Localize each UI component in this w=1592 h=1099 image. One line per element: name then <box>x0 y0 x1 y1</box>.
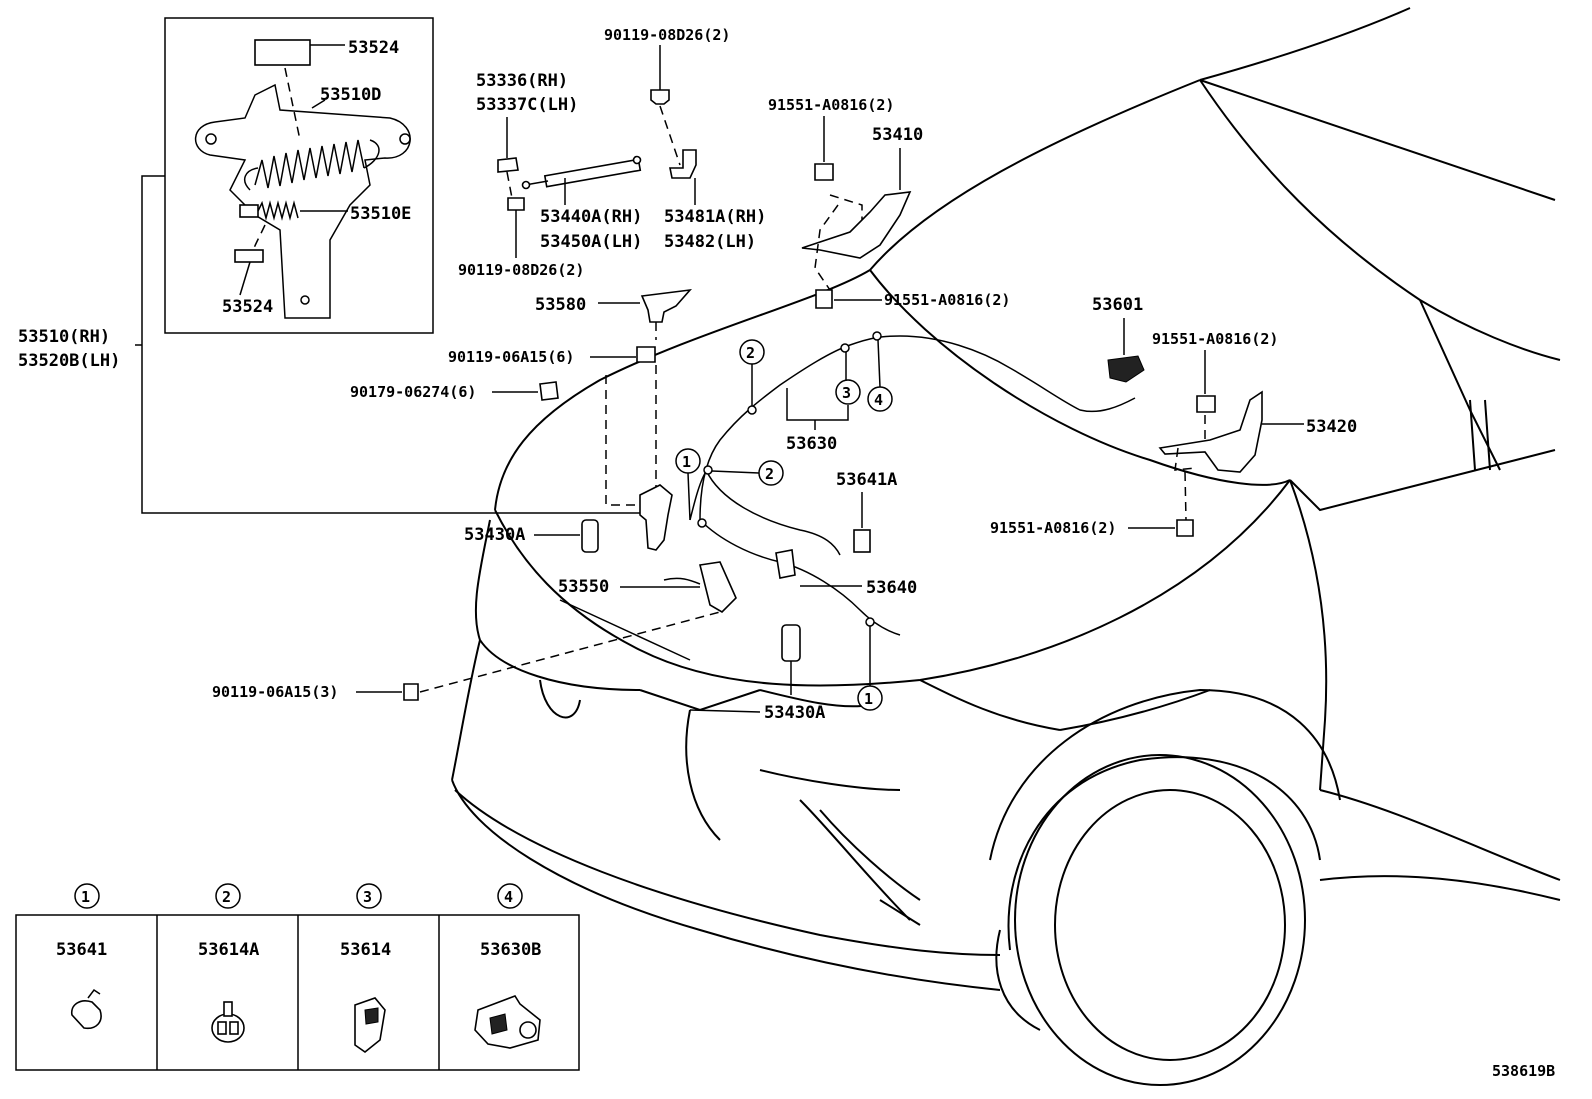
label-53510e: 53510E <box>350 204 411 224</box>
label-53524-bottom: 53524 <box>222 297 273 317</box>
label-90119-06a15-6: 90119-06A15(6) <box>448 348 574 366</box>
legend-part-4: 53630B <box>480 940 541 960</box>
support-rod-group: 90119-08D26(2) 53481A(RH) 53482(LH) 5333… <box>458 26 766 279</box>
callout-2-mid: 2 <box>765 465 774 483</box>
legend-table: 1 53641 2 53614A 3 53614 4 53630B <box>15 883 580 1071</box>
diagram-id: 538619B <box>1492 1062 1555 1080</box>
release-cable: 53640 53630 53641A 53601 <box>689 295 1145 636</box>
bolt-90119-08d26-top <box>650 89 670 105</box>
label-53450a-lh: 53450A(LH) <box>540 232 642 252</box>
legend-num-3: 3 <box>363 888 372 906</box>
legend-item-4: 4 53630B <box>474 883 541 1049</box>
cushion-53430a-upper <box>581 519 599 553</box>
legend-item-3: 3 53614 <box>340 883 391 1053</box>
nut-90179-06274-6 <box>539 381 559 401</box>
hood-lock-53430a <box>639 484 673 551</box>
label-91551-a0816-lh-lower: 91551-A0816(2) <box>990 519 1116 537</box>
bolt-91551-a0816-lh-lower <box>1176 519 1194 537</box>
bracket-53481a <box>669 149 697 179</box>
label-53524-top: 53524 <box>348 38 399 58</box>
legend-num-2: 2 <box>222 888 231 906</box>
label-53337c-lh: 53337C(LH) <box>476 95 578 115</box>
spring-53510d <box>243 139 380 191</box>
callout-1-bottom: 1 <box>864 690 873 708</box>
label-53336-rh: 53336(RH) <box>476 71 568 91</box>
label-53630: 53630 <box>786 434 837 454</box>
cushion-53430a-lower <box>781 624 801 662</box>
bolt-91551-a0816-lh-top <box>1196 395 1216 413</box>
legend-num-4: 4 <box>504 888 513 906</box>
release-handle-53601 <box>1107 355 1145 383</box>
legend-part-3: 53614 <box>340 940 391 960</box>
bracket-53336 <box>497 157 519 173</box>
hood-lock-group: 53580 90119-06A15(6) 90179-06274(6) 5343… <box>212 288 825 723</box>
label-53410: 53410 <box>872 125 923 145</box>
hinge-rh-group: 91551-A0816(2) 53410 91551-A0816(2) <box>768 96 1010 309</box>
label-53640: 53640 <box>866 578 917 598</box>
cable-clip-53640 <box>775 549 796 579</box>
callout-markers: 2 3 4 1 2 1 <box>675 339 893 711</box>
label-53601: 53601 <box>1092 295 1143 315</box>
clip-53614-icon <box>354 997 386 1053</box>
clip-53641a <box>853 529 871 553</box>
label-53580: 53580 <box>535 295 586 315</box>
label-53420: 53420 <box>1306 417 1357 437</box>
label-53641a: 53641A <box>836 470 897 490</box>
clip-53641-icon <box>70 1000 102 1030</box>
hinge-group-bracket: 53510(RH) 53520B(LH) <box>18 175 640 514</box>
label-53440a-rh: 53440A(RH) <box>540 207 642 227</box>
label-90179-06274-6: 90179-06274(6) <box>350 383 476 401</box>
label-90119-08d26-lower: 90119-08D26(2) <box>458 261 584 279</box>
label-53510-rh: 53510(RH) <box>18 327 110 347</box>
label-53430a-upper: 53430A <box>464 525 525 545</box>
label-53481a-rh: 53481A(RH) <box>664 207 766 227</box>
legend-part-1: 53641 <box>56 940 107 960</box>
gas-strut-53440a <box>521 155 642 190</box>
bolt-90119-08d26-lower <box>507 197 525 211</box>
label-53482-lh: 53482(LH) <box>664 232 756 252</box>
bolt-91551-a0816-rh-lower <box>815 289 833 309</box>
label-91551-a0816-lh-top: 91551-A0816(2) <box>1152 330 1278 348</box>
hinge-53410 <box>801 191 912 259</box>
spring-53510e <box>239 200 299 221</box>
bolt-90119-06a15-3 <box>403 683 419 701</box>
legend-num-1: 1 <box>81 888 90 906</box>
hinge-lh-group: 91551-A0816(2) 53420 91551-A0816(2) <box>990 330 1357 537</box>
callout-1-left: 1 <box>682 453 691 471</box>
legend-item-1: 1 53641 <box>56 883 107 1030</box>
label-91551-a0816-rh-top: 91551-A0816(2) <box>768 96 894 114</box>
callout-2-top: 2 <box>746 344 755 362</box>
clip-53614a-icon <box>211 1013 245 1043</box>
car-body-outline <box>451 7 1561 1086</box>
label-53510d: 53510D <box>320 85 381 105</box>
label-53520b-lh: 53520B(LH) <box>18 351 120 371</box>
legend-item-2: 2 53614A <box>198 883 259 1043</box>
label-91551-a0816-rh-lower: 91551-A0816(2) <box>884 291 1010 309</box>
label-90119-06a15-3: 90119-06A15(3) <box>212 683 338 701</box>
bolt-91551-a0816-rh-top <box>814 163 834 181</box>
legend-part-2: 53614A <box>198 940 259 960</box>
detail-inset: 53524 53510D 53510E 53524 <box>164 17 434 334</box>
pad-53524-bottom <box>234 249 264 263</box>
label-53430a-lower: 53430A <box>764 703 825 723</box>
hinge-53420 <box>1158 390 1263 473</box>
label-90119-08d26-top: 90119-08D26(2) <box>604 26 730 44</box>
callout-3: 3 <box>842 384 851 402</box>
label-53550: 53550 <box>558 577 609 597</box>
lock-support-53580 <box>640 288 692 323</box>
bolt-90119-06a15-6 <box>636 346 656 363</box>
pad-53524-top <box>254 39 311 66</box>
callout-4: 4 <box>874 391 883 409</box>
sensor-53550 <box>699 561 737 614</box>
